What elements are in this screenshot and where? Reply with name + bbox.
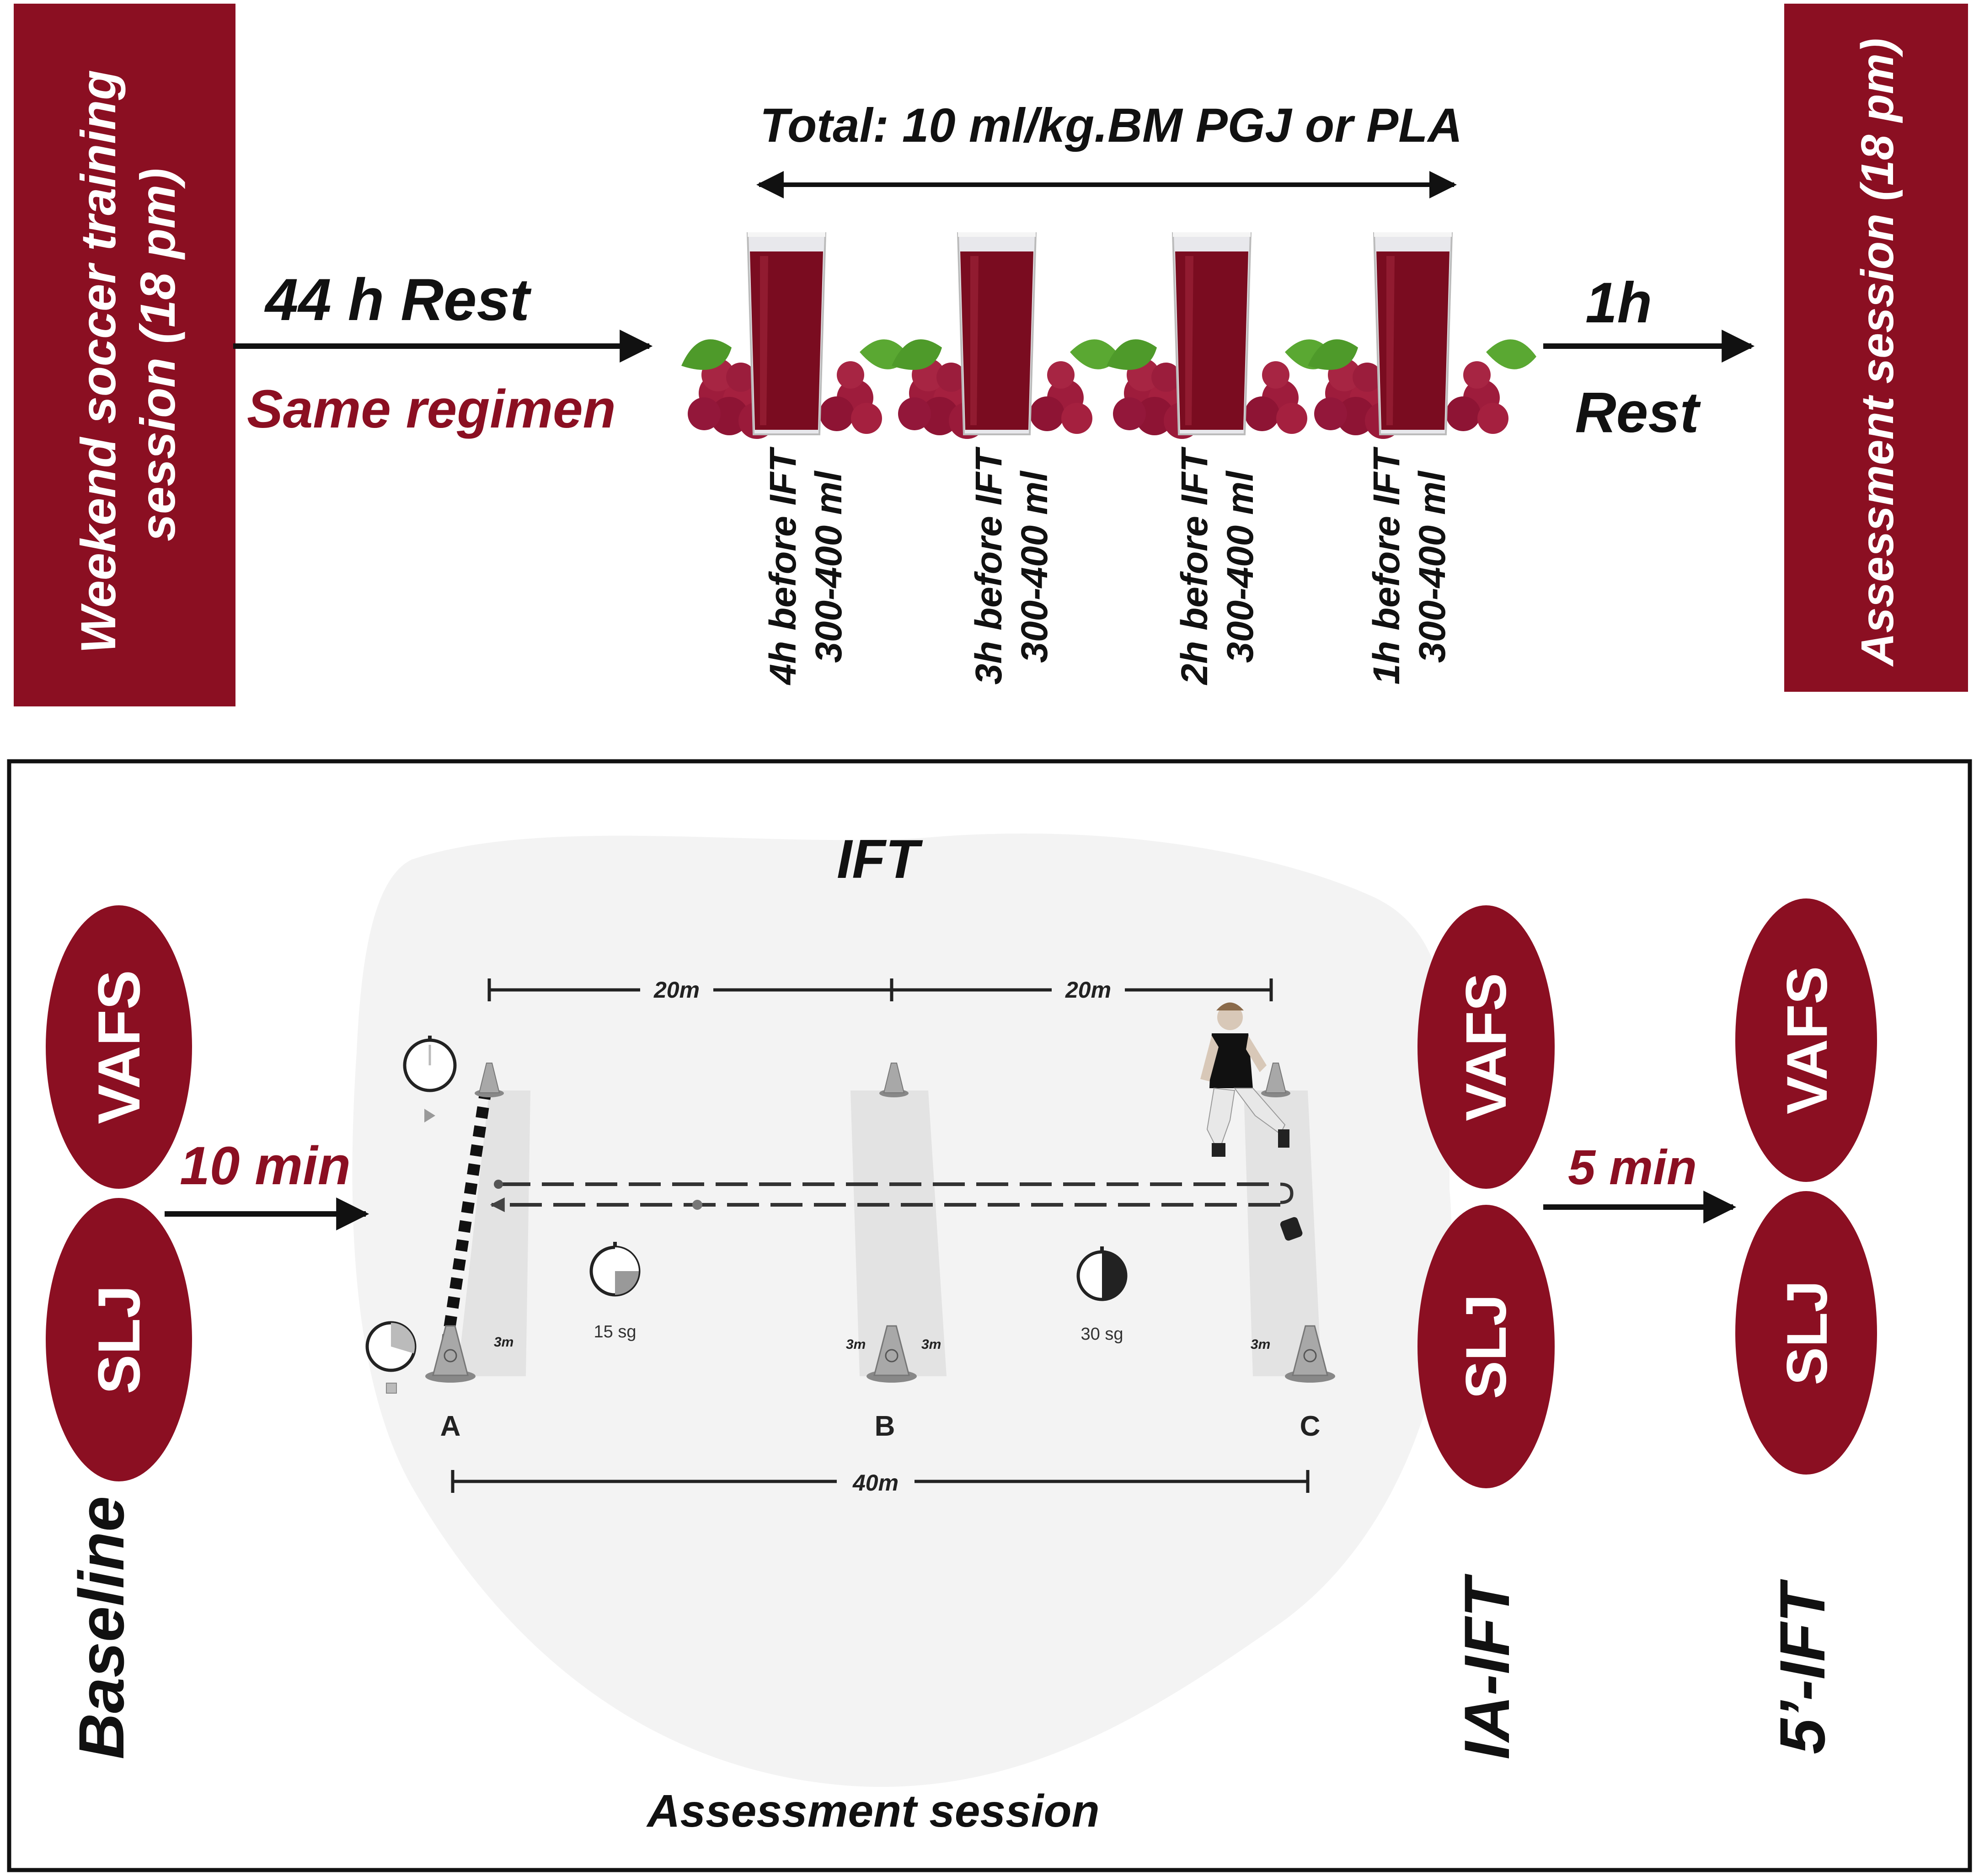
grape-juice-glass-icon	[680, 231, 911, 440]
zone-b	[850, 1090, 947, 1376]
ia-slj-label: SLJ	[1455, 1294, 1518, 1399]
grape-juice-glass-icon	[891, 231, 1121, 440]
cone-c-label: C	[1300, 1411, 1321, 1442]
player-icon	[1200, 1002, 1289, 1157]
zone-a-label: 3m	[494, 1335, 513, 1350]
distance-total-label: 40m	[852, 1470, 899, 1496]
cone-a-label: A	[440, 1411, 461, 1442]
shoe-icon	[1280, 1217, 1303, 1241]
ia-ift-label: IA-IFT	[1451, 1573, 1523, 1759]
ia-vafs-oval	[1417, 905, 1555, 1189]
post5-slj-label: SLJ	[1776, 1280, 1839, 1385]
training-session-label: Weekend soccer training session (18 pm)	[70, 56, 185, 653]
stopwatch-start-icon	[403, 1036, 457, 1122]
distance-bc-label: 20m	[1065, 977, 1111, 1003]
running-path	[490, 1180, 1294, 1212]
grape-juice-glass-icon	[1106, 231, 1336, 440]
zone-a	[457, 1090, 530, 1376]
assessment-session-box	[1784, 4, 1968, 692]
training-session-box	[14, 4, 235, 706]
baseline-slj-oval	[46, 1198, 192, 1481]
distance-total	[451, 1465, 1310, 1502]
baseline-vafs-oval	[46, 905, 192, 1189]
checkered-line	[438, 1087, 492, 1368]
zone-c-label: 3m	[1251, 1337, 1270, 1352]
assessment-session-label: Assessment session (18 pm)	[1852, 38, 1903, 668]
post5-vafs-label: VAFS	[1776, 966, 1839, 1114]
zone-b-right-label: 3m	[921, 1337, 941, 1352]
timer-15-label: 15 sg	[594, 1322, 636, 1342]
distance-bc	[892, 972, 1273, 1008]
post5-vafs-oval	[1735, 898, 1877, 1182]
stopwatch-15s-icon	[589, 1242, 641, 1297]
zone-c	[1244, 1090, 1321, 1376]
ia-vafs-label: VAFS	[1455, 973, 1518, 1121]
baseline-vafs-label: VAFS	[86, 970, 152, 1124]
zone-b-left-label: 3m	[846, 1337, 866, 1352]
rest-1h-caption: Rest	[1575, 381, 1701, 444]
ift-title: IFT	[837, 828, 923, 890]
stopwatch-end-icon	[365, 1321, 417, 1394]
post5-slj-oval	[1735, 1191, 1877, 1475]
baseline-slj-label: SLJ	[86, 1285, 152, 1394]
stopwatch-30s-icon	[1076, 1246, 1128, 1301]
timer-30-label: 30 sg	[1081, 1325, 1123, 1344]
ia-slj-oval	[1417, 1205, 1555, 1488]
rest-5min-label: 5 min	[1568, 1139, 1697, 1195]
distance-ab	[487, 972, 893, 1008]
rest-10min-label: 10 min	[180, 1136, 351, 1196]
cone-b-label: B	[875, 1411, 895, 1442]
same-regimen-label: Same regimen	[247, 379, 616, 439]
grape-juice-glass-icon	[1307, 231, 1537, 440]
rest-1h-label: 1h	[1585, 271, 1652, 335]
rest-44h-label: 44 h Rest	[264, 266, 532, 333]
post5-ift-label: 5’-IFT	[1766, 1579, 1838, 1754]
baseline-label: Baseline	[65, 1496, 137, 1759]
assessment-session-caption: Assessment session	[646, 1785, 1099, 1837]
distance-ab-label: 20m	[653, 977, 700, 1003]
total-dose-label: Total: 10 ml/kg.BM PGJ or PLA	[760, 99, 1462, 152]
